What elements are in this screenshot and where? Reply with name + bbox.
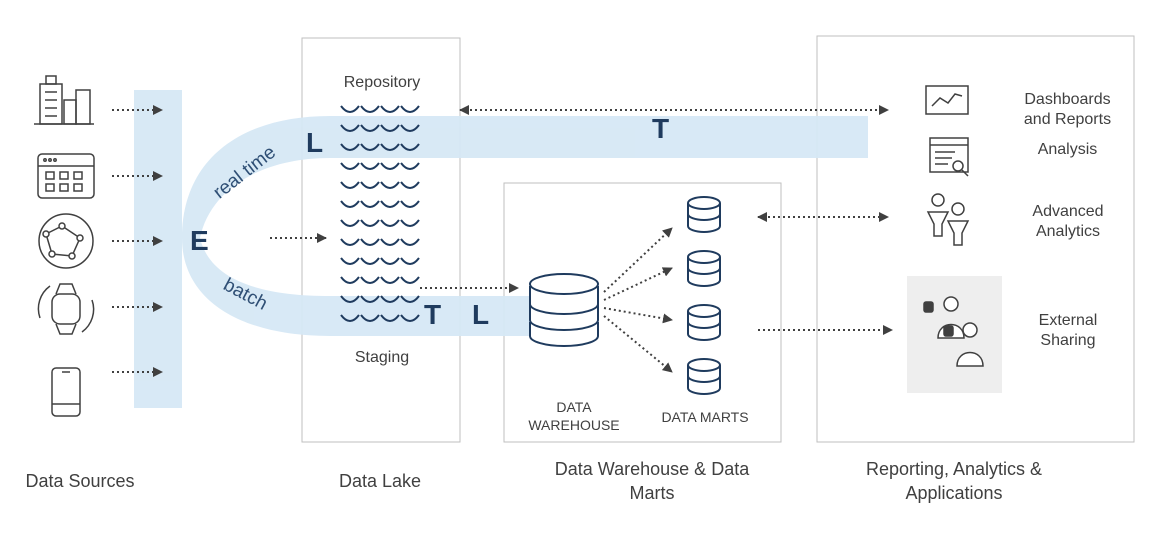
data-warehouse-label: DATA WAREHOUSE	[528, 399, 620, 433]
waves-pattern	[340, 104, 420, 332]
column-label-warehouse: Data Warehouse & Data Marts	[554, 459, 750, 503]
data-mart-icon	[687, 358, 721, 395]
data-marts-label: DATA MARTS	[661, 409, 749, 425]
analysts-icon	[926, 193, 970, 246]
load-letter-bottom: L	[472, 299, 490, 330]
data-mart-icon	[687, 304, 721, 341]
smartphone-icon	[51, 367, 81, 417]
load-letter-top: L	[306, 127, 324, 158]
column-label-sources: Data Sources	[25, 471, 135, 491]
column-label-reporting: Reporting, Analytics & Applications	[865, 459, 1043, 503]
analysis-label: Analysis	[1037, 141, 1098, 158]
data-mart-icon	[687, 250, 721, 287]
data-mart-icon	[687, 196, 721, 233]
source-arrows	[112, 105, 893, 377]
report-search-icon	[929, 137, 969, 177]
repository-label: Repository	[343, 74, 421, 91]
transform-letter-bottom: T	[424, 299, 442, 330]
batch-band	[182, 238, 556, 336]
line-chart-icon	[925, 85, 969, 115]
smartwatch-sync-icon	[37, 283, 95, 335]
browser-grid-icon	[37, 153, 95, 199]
extract-band	[134, 90, 182, 408]
dashboards-label: Dashboards and Reports	[1023, 91, 1112, 128]
data-marts-icons	[687, 196, 721, 395]
buildings-icon	[34, 75, 94, 125]
data-warehouse-icon	[529, 273, 599, 347]
extract-letter: E	[190, 225, 209, 256]
network-globe-icon	[38, 213, 94, 269]
reporting-box	[816, 35, 1135, 443]
column-label-lake: Data Lake	[338, 471, 422, 491]
transform-letter-top: T	[652, 113, 670, 144]
people-sharing-icon	[923, 296, 984, 367]
advanced-analytics-label: Advanced Analytics	[1032, 203, 1104, 240]
staging-label: Staging	[354, 349, 410, 366]
external-sharing-label: External Sharing	[1038, 312, 1098, 349]
